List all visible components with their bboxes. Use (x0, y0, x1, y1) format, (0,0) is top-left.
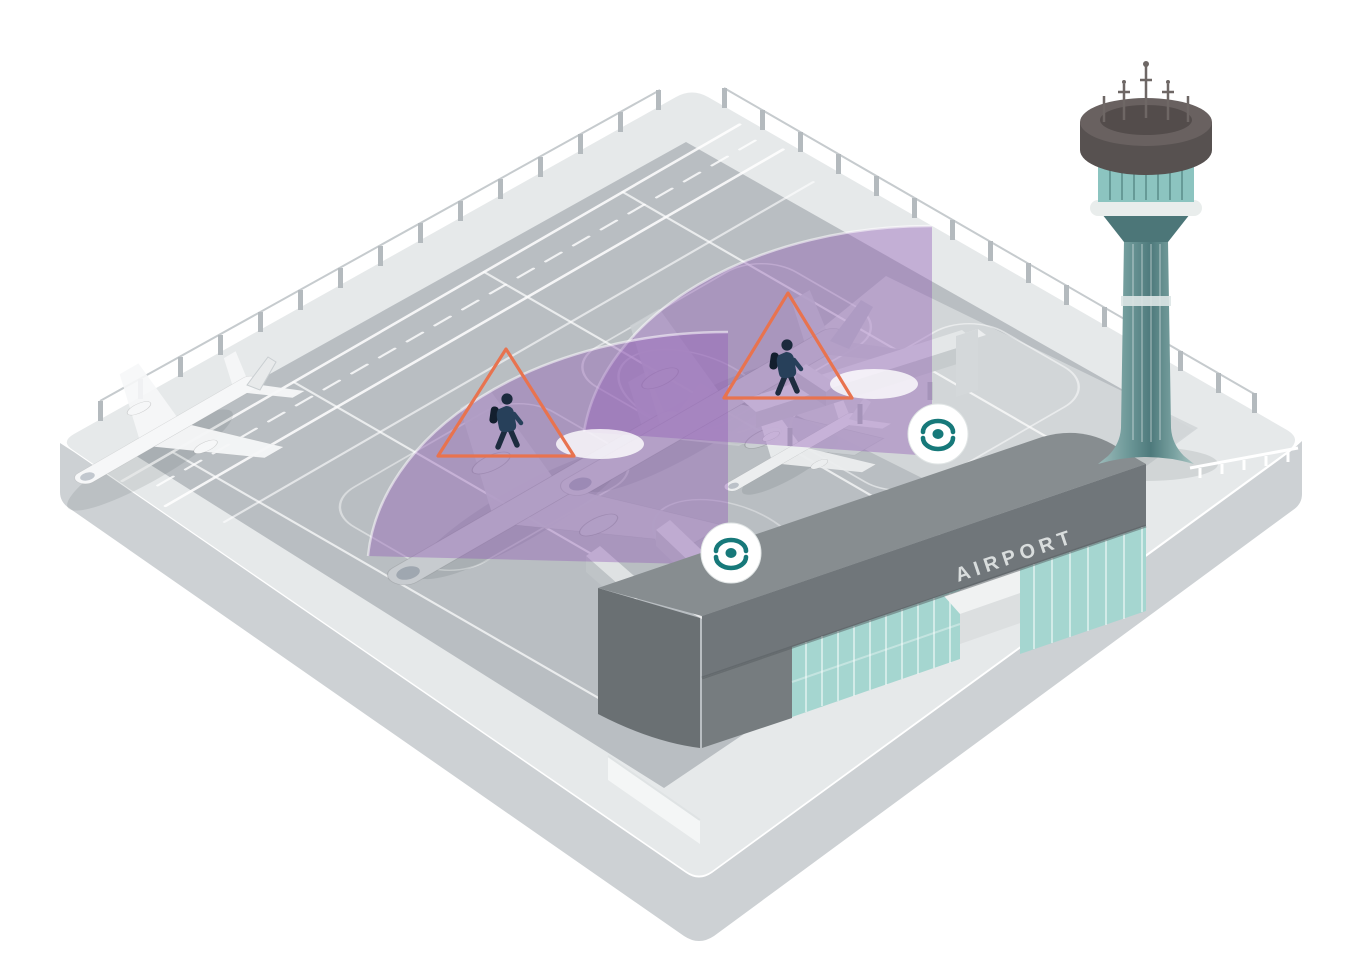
tower-white-ring (1090, 200, 1202, 216)
fence-post (1026, 263, 1031, 283)
taxiway-line (222, 181, 815, 523)
person-head (501, 393, 513, 405)
barrier-face (608, 756, 700, 844)
person-leg (787, 372, 800, 394)
fence-post (1178, 351, 1183, 371)
fence-post (1102, 307, 1107, 327)
detection-zone-1-arc (582, 224, 933, 433)
fence-post (656, 90, 661, 110)
fence-post (458, 201, 463, 221)
sensor-eye-pupil (725, 548, 737, 558)
fence-post (1252, 393, 1257, 413)
fence-post (538, 157, 543, 177)
sensor-badge-2 (700, 522, 762, 584)
fence-post (722, 88, 727, 108)
intruder-2 (722, 291, 854, 400)
terminal-roof-fascia (702, 464, 1146, 678)
sensor-eye-icon (713, 537, 749, 571)
fence-post (578, 134, 583, 154)
glass-mullions-right (1033, 527, 1143, 649)
fence-post (258, 312, 263, 332)
airplane-tail-fin (246, 356, 277, 391)
detection-highlight (556, 429, 644, 459)
runway-edge-line (120, 123, 742, 483)
fence-post (1216, 373, 1221, 393)
fence-post (298, 290, 303, 310)
person-backpack (489, 406, 499, 424)
fence-post (498, 179, 503, 199)
person-leg (507, 426, 520, 448)
fence-post (618, 112, 623, 132)
person-leg (775, 373, 788, 396)
person-torso (776, 352, 797, 379)
intruder-1 (436, 347, 576, 458)
alert-triangle-icon (436, 347, 576, 458)
fence-post (874, 176, 879, 196)
runway-centerline-dashed (147, 139, 757, 492)
sensor-eye-pupil (932, 429, 944, 439)
fence-post (836, 154, 841, 174)
glass-mullions-left (805, 593, 951, 712)
person-arm (791, 357, 804, 372)
person-torso (496, 406, 517, 433)
barrier-rail (607, 755, 701, 821)
antenna-tip (1166, 80, 1170, 84)
person-arm (511, 411, 524, 426)
taxiway-cross-line (621, 191, 1110, 473)
person-backpack (769, 352, 779, 370)
intruder-person (769, 339, 804, 396)
person-leg (495, 427, 508, 450)
sensor-eye-bottom-arc (713, 554, 749, 571)
fence-post (338, 268, 343, 288)
tower-band (1121, 296, 1171, 306)
jet-bridge-top (796, 364, 836, 392)
fascia-shadow-line (701, 524, 1147, 680)
parked-airplane-2 (452, 255, 976, 559)
detection-zone-2 (368, 331, 728, 565)
fence-post (988, 241, 993, 261)
fence-post (178, 357, 183, 377)
alert-triangle-icon (722, 291, 854, 400)
fence-post (760, 110, 765, 130)
perimeter-fence-left (98, 89, 661, 421)
fence-post (798, 132, 803, 152)
fence-post (912, 198, 917, 218)
fence-post (98, 401, 103, 421)
control-tower (1080, 61, 1212, 464)
pier-riser (956, 329, 978, 397)
fence-rail (99, 89, 661, 402)
glass-band-left (791, 623, 961, 683)
sensor-eye-bottom-arc (920, 435, 956, 452)
guardrail-rail (1189, 446, 1299, 470)
front-barrier-wall (607, 755, 701, 844)
intruder-person (489, 393, 524, 450)
detection-highlight (830, 369, 918, 399)
terminal-front-wall (702, 647, 792, 748)
right-guardrail (1189, 446, 1299, 478)
guardrail-posts (1198, 452, 1290, 478)
sensor-eye-top-arc (713, 537, 749, 554)
tower-cabin-mullions (1109, 158, 1183, 200)
fence-post (418, 223, 423, 243)
detection-zone-2-arc (366, 330, 729, 557)
terminal-left-end-wall (598, 588, 700, 748)
tower-shaft (1098, 240, 1194, 464)
tower-shaft-ribs (1132, 244, 1161, 442)
fence-post (218, 335, 223, 355)
antenna-tip (1143, 61, 1149, 67)
fence-post (1064, 285, 1069, 305)
airplane-tail-fin (830, 300, 873, 349)
sensor-badge-1 (907, 403, 969, 465)
fence-post (950, 220, 955, 240)
fence-post (378, 246, 383, 266)
pier-legs (787, 382, 933, 446)
antenna-tip (1122, 80, 1126, 84)
tower-cabin-cone (1102, 214, 1190, 242)
taxiing-airplane (4, 328, 343, 525)
person-head (781, 339, 793, 351)
tower-antennas (1102, 66, 1190, 122)
sensor-eye-icon (920, 418, 956, 452)
sensor-eye-top-arc (920, 418, 956, 435)
